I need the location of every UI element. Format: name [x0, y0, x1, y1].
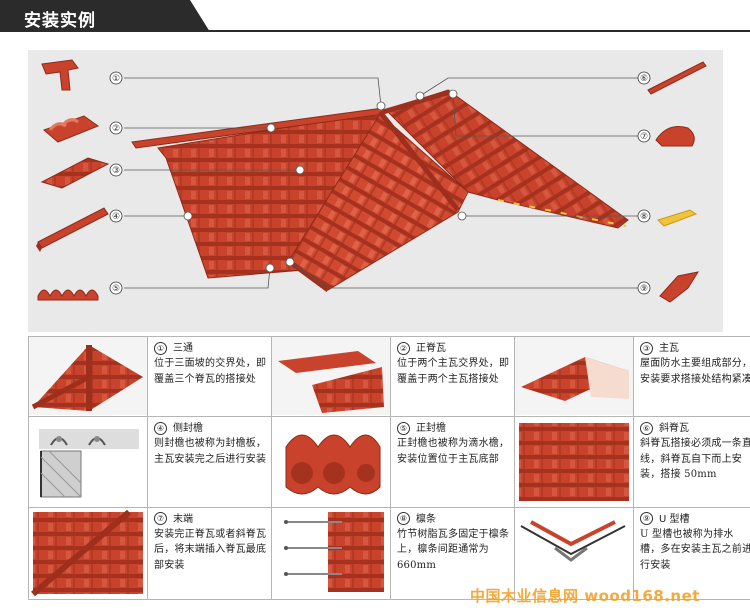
legend-desc-9: U 型槽也被称为排水槽，多在安装主瓦之前进行安装 [640, 528, 750, 571]
u-gutter-icon [659, 271, 700, 303]
legend-text-eave: ⑤ 正封檐 正封檐也被称为滴水檐，安装位置位于主瓦底部 [390, 416, 515, 508]
legend-name-8: 檩条 [416, 513, 436, 525]
hip-ridge-line [378, 110, 460, 212]
ridge-tile-icon [43, 115, 100, 143]
legend-num-1: ① [154, 341, 167, 355]
callout-2: ② [112, 124, 120, 134]
callout-4: ④ [112, 212, 120, 222]
end-cap-photo-icon [29, 507, 147, 598]
legend-num-5: ⑤ [397, 421, 410, 435]
legend-num-3: ③ [640, 341, 653, 355]
tee-photo-icon [29, 337, 147, 415]
legend-desc-6: 斜脊瓦搭接必须成一条直线，斜脊瓦自下而上安装，搭接 50mm [640, 438, 750, 481]
main-tile-photo-icon [515, 337, 633, 415]
eave-closure-photo-icon [272, 417, 390, 506]
legend-desc-4: 则封檐也被称为封檐板，主瓦安装完之后进行安装 [154, 438, 267, 465]
legend-image-hip [514, 416, 634, 508]
legend-num-2: ② [397, 341, 410, 355]
callout-dots [183, 89, 467, 273]
legend-text-end: ⑦ 末端 安装完正脊瓦或者斜脊瓦后，将末端插入脊瓦最底部安装 [147, 506, 272, 601]
purlin-icon [657, 209, 698, 227]
site-watermark: 中国木业信息网 wood168.net [470, 587, 700, 605]
legend-image-side [28, 416, 148, 508]
legend-name-1: 三通 [173, 343, 193, 354]
legend-title-ridge: ② 正脊瓦 [397, 341, 510, 356]
legend-text-side: ④ 侧封檐 则封檐也被称为封檐板，主瓦安装完之后进行安装 [147, 416, 272, 508]
section-title: 安装实例 [24, 11, 96, 31]
legend-title-main: ③ 主瓦 [640, 341, 750, 356]
legend-num-4: ④ [154, 421, 167, 435]
legend-name-4: 侧封檐 [173, 423, 203, 435]
legend-num-8: ⑧ [397, 512, 410, 526]
legend-text-gutter: ⑨ U 型槽 U 型槽也被称为排水槽，多在安装主瓦之前进行安装 [633, 506, 750, 601]
callout-markers-right: ⑥ ⑦ ⑧ ⑨ [637, 71, 651, 295]
legend-name-6: 斜脊瓦 [659, 423, 689, 435]
header-rule [0, 30, 750, 32]
legend-desc-3: 屋面防水主要组成部分，安装要求搭接处结构紧凑 [640, 358, 750, 385]
main-tile-icon [40, 157, 110, 189]
legend-name-7: 末端 [173, 513, 193, 525]
legend-text-tee: ① 三通 位于三面坡的交界处，即覆盖三个脊瓦的搭接处 [147, 335, 272, 418]
component-legend-table: ① 三通 位于三面坡的交界处，即覆盖三个脊瓦的搭接处 ② 正脊瓦 位于两个主瓦交界处… [28, 335, 750, 601]
legend-name-5: 正封檐 [416, 423, 446, 435]
callout-markers-left: ① ② ③ ④ ⑤ [109, 71, 123, 295]
legend-text-ridge: ② 正脊瓦 位于两个主瓦交界处，即覆盖于两个主瓦搭接处 [390, 335, 515, 418]
legend-image-purlin [271, 506, 391, 601]
legend-text-main: ③ 主瓦 屋面防水主要组成部分，安装要求搭接处结构紧凑 [633, 335, 750, 418]
callout-1: ① [112, 74, 120, 84]
legend-image-ridge [271, 335, 391, 418]
legend-row: ⑦ 末端 安装完正脊瓦或者斜脊瓦后，将末端插入脊瓦最底部安装 ⑧ 檩条 竹节树脂瓦多… [28, 506, 750, 601]
side-flashing-section-icon [29, 417, 147, 506]
header-bar [0, 0, 210, 32]
legend-desc-5: 正封檐也被称为滴水檐，安装位置位于主瓦底部 [397, 438, 510, 465]
callout-8: ⑧ [640, 212, 648, 222]
callout-6: ⑥ [640, 74, 648, 84]
legend-image-main [514, 335, 634, 418]
legend-title-side: ④ 侧封檐 [154, 421, 267, 436]
legend-desc-2: 位于两个主瓦交界处，即覆盖于两个主瓦搭接处 [397, 358, 510, 385]
legend-title-eave: ⑤ 正封檐 [397, 421, 510, 436]
legend-image-gutter [514, 506, 634, 601]
roof-diagram-svg: ① ② ③ ④ ⑤ ⑥ ⑦ ⑧ ⑨ [36, 59, 707, 303]
legend-name-3: 主瓦 [659, 343, 679, 354]
legend-title-tee: ① 三通 [154, 341, 267, 356]
legend-title-hip: ⑥ 斜脊瓦 [640, 421, 750, 436]
legend-desc-7: 安装完正脊瓦或者斜脊瓦后，将末端插入脊瓦最底部安装 [154, 528, 267, 571]
legend-num-7: ⑦ [154, 512, 167, 526]
legend-row: ① 三通 位于三面坡的交界处，即覆盖三个脊瓦的搭接处 ② 正脊瓦 位于两个主瓦交界处… [28, 335, 750, 418]
legend-image-tee [28, 335, 148, 418]
purlin-photo-icon [272, 507, 390, 598]
legend-image-eave [271, 416, 391, 508]
legend-desc-8: 竹节树脂瓦多固定于檩条上，檩条间距通常为 660mm [397, 528, 510, 571]
roof-installation-diagram: ① ② ③ ④ ⑤ ⑥ ⑦ ⑧ ⑨ [28, 50, 723, 332]
legend-name-2: 正脊瓦 [416, 343, 446, 354]
roof-front-hip [287, 113, 469, 291]
main-ridge-line [382, 89, 451, 115]
legend-text-hip: ⑥ 斜脊瓦 斜脊瓦搭接必须成一条直线，斜脊瓦自下而上安装，搭接 50mm [633, 416, 750, 508]
tee-ridge-icon [41, 59, 79, 91]
callout-5: ⑤ [112, 284, 120, 294]
eave-closure-icon [37, 289, 99, 301]
callout-3: ③ [112, 166, 120, 176]
legend-name-9: U 型槽 [659, 513, 690, 525]
ridge-photo-icon [272, 337, 390, 415]
callout-9: ⑨ [640, 284, 648, 294]
purlin-line [497, 199, 627, 227]
legend-title-end: ⑦ 末端 [154, 512, 267, 527]
legend-num-6: ⑥ [640, 421, 653, 435]
legend-num-9: ⑨ [640, 512, 653, 526]
legend-image-end [28, 506, 148, 601]
legend-title-purlin: ⑧ 檩条 [397, 512, 510, 527]
u-gutter-section-icon [515, 507, 633, 598]
hip-ridge-photo-icon [515, 417, 633, 506]
side-flashing-icon [36, 207, 109, 252]
hip-ridge-icon [647, 61, 707, 95]
callout-7: ⑦ [640, 132, 648, 142]
end-cap-icon [655, 126, 695, 147]
legend-title-gutter: ⑨ U 型槽 [640, 512, 750, 527]
legend-row: ④ 侧封檐 则封檐也被称为封檐板，主瓦安装完之后进行安装 ⑤ 正封檐 正封檐也被称为… [28, 416, 750, 508]
callout-lines [124, 77, 640, 289]
section-header: 安装实例 [0, 0, 750, 38]
legend-desc-1: 位于三面坡的交界处，即覆盖三个脊瓦的搭接处 [154, 358, 267, 385]
